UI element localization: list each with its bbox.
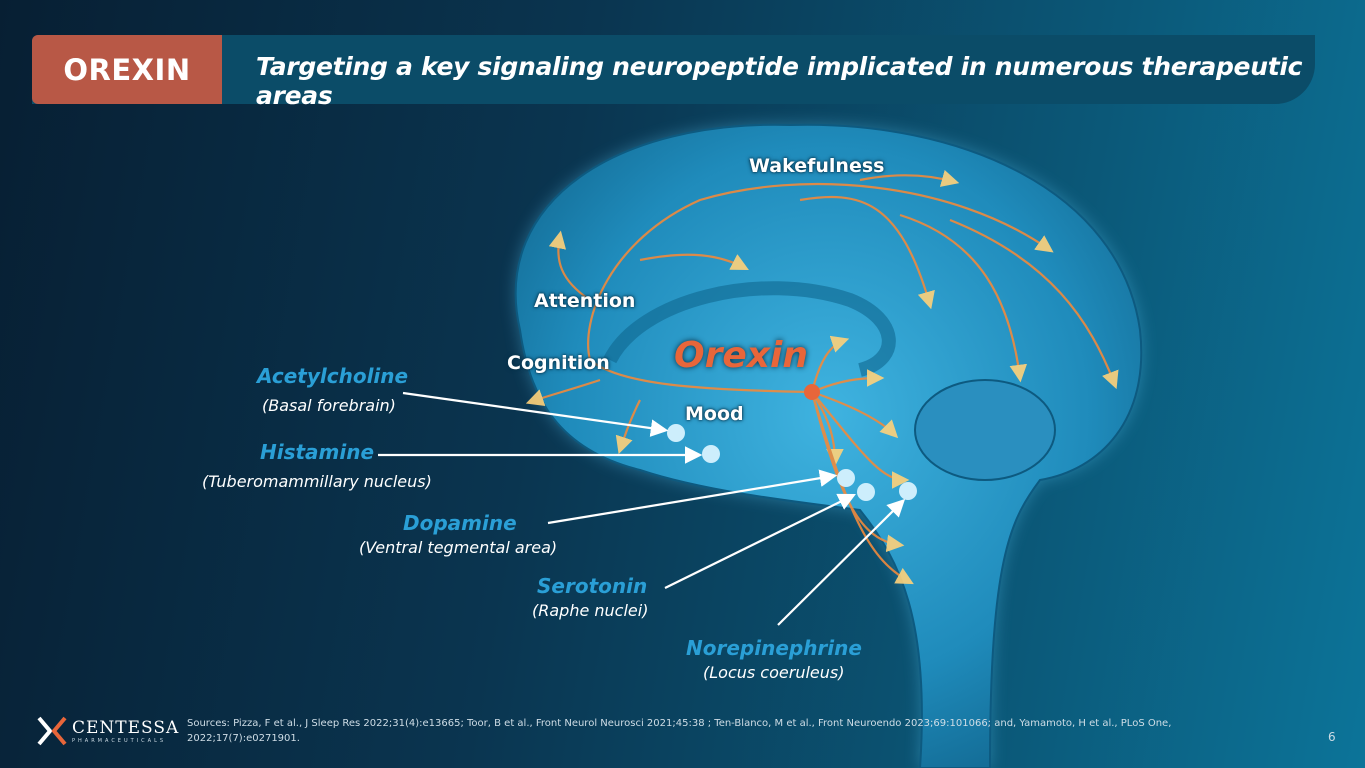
region-cognition: Cognition <box>507 352 610 374</box>
region-attention: Attention <box>534 290 636 312</box>
norepinephrine-source: (Locus coeruleus) <box>703 663 845 682</box>
histamine-source: (Tuberomammillary nucleus) <box>202 472 432 491</box>
section-tag: OREXIN <box>32 35 222 104</box>
region-wakefulness: Wakefulness <box>749 155 885 177</box>
acetylcholine-label: Acetylcholine <box>257 364 409 388</box>
sources-footnote: Sources: Pizza, F et al., J Sleep Res 20… <box>187 718 1172 744</box>
page-number: 6 <box>1328 730 1336 744</box>
logo-name: CENTESSA <box>72 718 180 738</box>
histamine-label: Histamine <box>260 440 375 464</box>
company-logo: CENTESSA PHARMACEUTICALS <box>36 716 179 746</box>
serotonin-source: (Raphe nuclei) <box>532 601 649 620</box>
norepinephrine-label: Norepinephrine <box>686 636 862 660</box>
header-bar <box>32 35 1315 104</box>
centessa-x-icon <box>37 716 67 746</box>
cerebellum <box>914 379 1056 481</box>
orexin-source-dot <box>804 384 820 400</box>
nucleus-dots <box>667 424 917 501</box>
acetylcholine-source: (Basal forebrain) <box>262 396 396 415</box>
slide-title: Targeting a key signaling neuropeptide i… <box>256 52 1303 110</box>
corpus-callosum <box>603 281 896 377</box>
logo-subtitle: PHARMACEUTICALS <box>72 738 167 744</box>
dopamine-source: (Ventral tegmental area) <box>359 538 558 557</box>
orexin-label: Orexin <box>674 335 808 376</box>
region-mood: Mood <box>685 403 744 425</box>
serotonin-label: Serotonin <box>537 574 648 598</box>
dopamine-label: Dopamine <box>403 511 517 535</box>
